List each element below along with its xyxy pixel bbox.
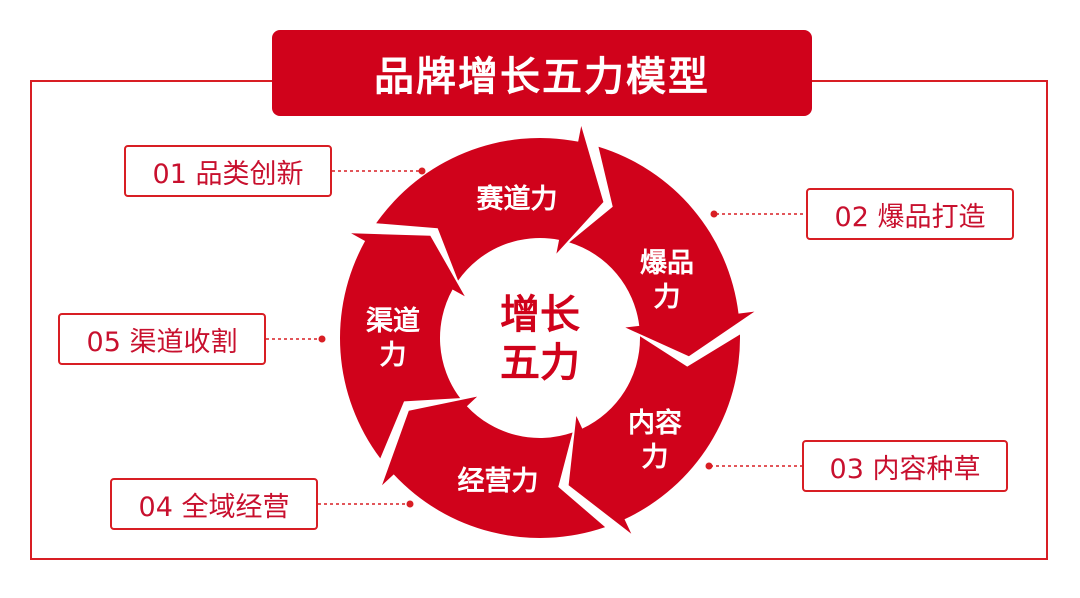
label-box-03: 03 内容种草: [802, 440, 1008, 492]
connector-dot-03: [705, 462, 713, 470]
segment-label-qu-dao-2: 力: [380, 340, 407, 371]
segment-label-nei-rong: 内容: [628, 407, 682, 439]
segment-label-bao-pin-2: 力: [654, 282, 681, 313]
connector-dot-02: [710, 210, 718, 218]
label-text-02: 02 爆品打造: [834, 201, 986, 233]
label-text-03: 03 内容种草: [829, 453, 981, 485]
segment-label-qu-dao: 渠道: [366, 305, 420, 337]
label-box-02: 02 爆品打造: [806, 188, 1014, 240]
segment-jing-ying: [382, 396, 606, 538]
title-banner: 品牌增长五力模型: [272, 30, 812, 116]
label-text-04: 04 全域经营: [138, 491, 290, 523]
center-label-line1: 增长: [500, 292, 580, 338]
label-text-05: 05 渠道收割: [86, 326, 238, 358]
segment-bao-pin: [569, 146, 755, 357]
center-label-line2: 五力: [500, 340, 580, 386]
segment-label-sai-dao: 赛道力: [476, 183, 558, 215]
connector-dot-01: [418, 167, 426, 175]
segment-label-jing-ying: 经营力: [458, 465, 539, 497]
connector-dot-04: [406, 500, 414, 508]
segment-sai-dao: [376, 125, 604, 281]
segment-label-bao-pin: 爆品: [640, 248, 694, 279]
segment-nei-rong: [568, 334, 740, 534]
label-box-01: 01 品类创新: [124, 145, 332, 197]
diagram-title: 品牌增长五力模型: [374, 54, 710, 100]
segment-qu-dao: [339, 233, 465, 459]
label-text-01: 01 品类创新: [152, 158, 304, 190]
segment-label-nei-rong-2: 力: [642, 442, 669, 473]
label-box-05: 05 渠道收割: [58, 313, 266, 365]
connector-dot-05: [318, 335, 326, 343]
label-box-04: 04 全域经营: [110, 478, 318, 530]
